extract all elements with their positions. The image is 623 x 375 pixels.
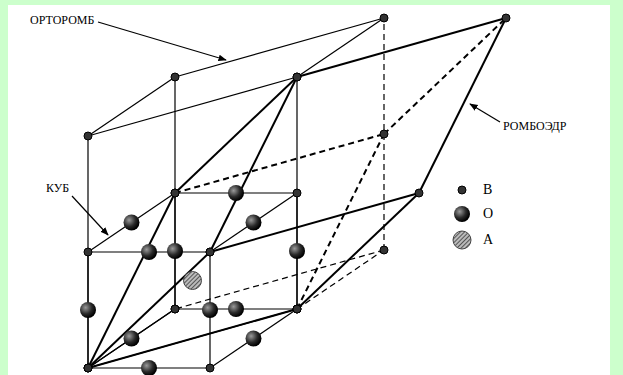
b-atom [84,132,92,140]
legend-text: O [483,206,493,221]
oxygen-atom [167,243,183,259]
b-atom [415,189,423,197]
rhombohedron-edge [88,193,175,368]
a-atom [184,272,202,290]
b-atom [380,246,388,254]
legend-swatches [453,186,471,249]
cube-edge [210,193,297,252]
oxygen-atom [228,185,244,201]
oxygen-atom [124,331,140,347]
rhombohedron-edge [419,18,506,193]
callout-label: ОРТОРОМБ [30,14,94,27]
b-atom [293,189,301,197]
b-atom [380,130,388,138]
a-atom-sample [453,231,471,249]
b-atom [84,248,92,256]
oxygen-atom [202,302,218,318]
orthorhombic-edge [88,77,175,136]
b-atom [171,189,179,197]
rhombohedron-edge [210,77,297,252]
white-panel [8,5,610,375]
b-atom [293,305,301,313]
legend-text: A [483,232,493,247]
b-atom [171,189,179,197]
b-atom [206,248,214,256]
b-atom [84,364,92,372]
leader-arrow [98,22,226,60]
oxygen-atom-sample [454,206,470,222]
b-atom [206,364,214,372]
legend-text: B [483,182,492,197]
oxygen-atom [289,243,305,259]
b-atom [502,14,510,22]
rhombohedron-edge [297,134,384,309]
orthorhombic-edge [297,18,384,77]
oxygen-atom [141,244,157,260]
rhombohedron-edge [88,309,297,368]
callout-label: КУБ [46,182,69,195]
rhombohedron-edge [297,193,419,309]
cube-edge [88,193,175,252]
b-atom [293,73,301,81]
leader-lines [72,22,500,235]
b-atom [171,305,179,313]
oxygen-atom [246,331,262,347]
oxygen-atom [246,215,262,231]
b-atom [293,305,301,313]
b-atom [84,364,92,372]
oxygen-atom [141,360,157,375]
cell-lines [88,18,506,368]
b-atom [293,305,301,313]
leader-arrow [72,196,108,235]
orthorhombic-edge [297,250,384,309]
legend-swatch [454,206,470,222]
b-atom [84,364,92,372]
callout-label: РОМБОЭДР [503,120,566,133]
b-atom [206,248,214,256]
atoms [80,14,510,375]
b-atom-sample [458,186,466,194]
cube-edge [210,309,297,368]
leader-arrow [470,104,500,122]
orthorhombic-edge [175,18,384,77]
rhombohedron-edge [175,134,384,193]
orthorhombic-edge [175,250,384,309]
oxygen-atom [228,301,244,317]
cube-edge [88,309,175,368]
legend-swatch [458,186,466,194]
legend-swatch [453,231,471,249]
b-atom [380,14,388,22]
oxygen-atom [80,302,96,318]
rhombohedron-edge [384,18,506,134]
orthorhombic-edge [88,309,175,368]
b-atom [171,73,179,81]
b-atom [171,305,179,313]
oxygen-atom [124,215,140,231]
b-atom [293,73,301,81]
